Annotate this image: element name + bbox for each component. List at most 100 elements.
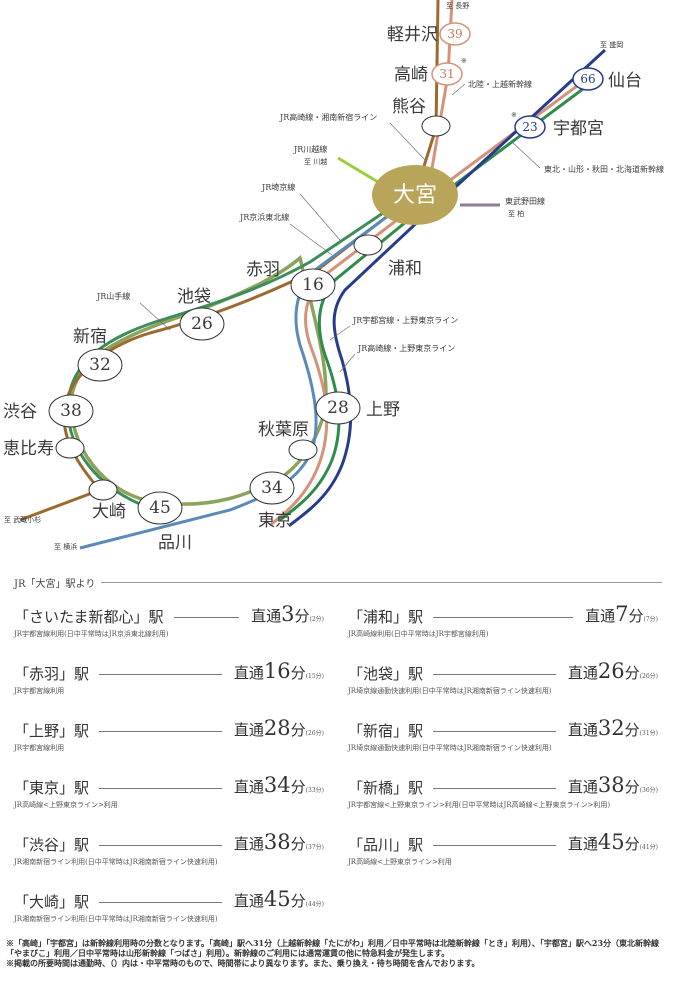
route-time: 直通45分(44分)	[234, 887, 324, 911]
route-station-name: 「上野」駅	[14, 722, 90, 740]
route-minutes: 16	[263, 659, 291, 683]
route-station-name: 「池袋」駅	[348, 665, 424, 683]
station-urawa-name: 浦和	[388, 259, 422, 279]
route-prefix: 直通	[567, 664, 598, 682]
route-row: 「浦和」駅 直通7分(7分)	[348, 602, 658, 628]
route-unit: 分	[290, 721, 306, 739]
footnote-shinkansen: ※「高崎」「宇都宮」は新幹線利用時の分数となります。「高崎」駅へ31分（上越新幹…	[6, 938, 660, 958]
direction-morioka: 至 盛岡	[600, 40, 623, 49]
route-row: 「渋谷」駅 直通38分(37分)	[14, 830, 324, 856]
label-utsunomiya-ueno-tokyo: JR宇都宮線・上野東京ライン	[352, 315, 458, 325]
route-item: 「渋谷」駅直通38分(37分)JR湘南新宿ライン利用(日中平常時はJR湘南新宿ラ…	[14, 830, 324, 874]
route-time: 直通7分(7分)	[585, 602, 658, 626]
station-akihabara-name: 秋葉原	[258, 420, 309, 440]
route-prefix: 直通	[233, 664, 264, 682]
route-row: 「赤羽」駅直通16分(15分)	[14, 659, 324, 685]
label-yamanote: JR山手線	[96, 291, 130, 301]
station-shinagawa-minutes: 45	[149, 498, 171, 518]
route-note: JR埼京線通勤快速利用(日中平常時はJR湘南新宿ライン快速利用)	[348, 744, 552, 752]
route-minutes: 34	[263, 773, 291, 797]
route-prefix: 直通	[251, 607, 282, 625]
station-tokyo-minutes: 34	[261, 478, 283, 498]
route-unit: 分	[624, 721, 640, 739]
station-ueno-name: 上野	[366, 400, 400, 420]
station-utsunomiya-name: 宇都宮	[553, 119, 604, 139]
label-takasaki-ueno-tokyo: JR高崎線・上野東京ライン	[357, 343, 455, 353]
route-unit: 分	[624, 664, 640, 682]
route-note: JR宇都宮線利用(日中平常時はJR京浜東北線利用)	[14, 630, 169, 638]
route-unit: 分	[624, 778, 640, 796]
route-row: 「さいたま新都心」駅直通3分(2分)	[14, 602, 324, 628]
direction-kawagoe: 至 川越	[304, 157, 327, 166]
station-shibuya-name: 渋谷	[3, 402, 37, 422]
route-station-name: 「品川」駅	[348, 836, 424, 854]
route-minutes: 38	[263, 830, 291, 854]
station-utsunomiya-minutes: 23	[522, 120, 537, 134]
station-ikebukuro-name: 池袋	[177, 287, 211, 307]
route-minutes: 45	[263, 887, 291, 911]
station-akabane-marker	[290, 268, 336, 302]
route-offpeak-minutes: (33分)	[305, 787, 324, 794]
station-ikebukuro-minutes: 26	[191, 314, 213, 334]
route-prefix: 直通	[567, 721, 598, 739]
route-prefix: 直通	[233, 892, 264, 910]
route-item: 「東京」駅直通34分(33分)JR高崎線<上野東京ライン>利用	[14, 773, 324, 817]
route-offpeak-minutes: (37分)	[305, 844, 324, 851]
station-tokyo-name: 東京	[258, 511, 292, 531]
leader-utsunomiya-ueno-tokyo	[329, 325, 351, 341]
route-minutes: 32	[597, 716, 625, 740]
route-time: 直通26分(26分)	[568, 659, 658, 683]
route-prefix: 直通	[567, 778, 598, 796]
route-station-name: 「東京」駅	[14, 779, 90, 797]
route-time: 直通32分(31分)	[568, 716, 658, 740]
station-ueno-minutes: 28	[327, 398, 349, 418]
route-row: 「東京」駅直通34分(33分)	[14, 773, 324, 799]
station-akihabara-marker	[288, 439, 318, 461]
route-prefix: 直通	[233, 835, 264, 853]
route-map: 大宮 39 31 66 23 16 26 32 38 45 34 28 軽井沢 …	[3, 0, 664, 553]
route-time: 直通28分(26分)	[234, 716, 324, 740]
route-note: JR高崎線利用(日中平常時はJR宇都宮線利用)	[348, 630, 489, 638]
route-unit: 分	[290, 835, 306, 853]
route-leader-line	[99, 731, 222, 732]
route-note: JR宇都宮線利用	[14, 687, 65, 695]
route-station-name: 「新宿」駅	[348, 722, 424, 740]
route-item: 「大崎」駅直通45分(44分)JR湘南新宿ライン利用(日中平常時はJR湘南新宿ラ…	[14, 887, 324, 931]
route-station-name: 「渋谷」駅	[14, 836, 90, 854]
route-unit: 分	[290, 778, 306, 796]
station-urawa-marker	[353, 234, 383, 256]
route-offpeak-minutes: (26分)	[639, 673, 658, 680]
route-station-name: 「大崎」駅	[14, 893, 90, 911]
station-sendai-minutes: 66	[580, 72, 595, 86]
route-unit: 分	[294, 607, 310, 625]
route-station-name: 「浦和」駅	[348, 608, 424, 626]
direction-nagano: 至 長野	[446, 2, 469, 10]
route-item: 「さいたま新都心」駅直通3分(2分) JR宇都宮線利用(日中平常時はJR京浜東北線…	[14, 602, 324, 646]
route-leader-line	[99, 845, 222, 846]
station-akabane-minutes: 16	[302, 275, 324, 295]
route-row: 「上野」駅 直通28分(26分)	[14, 716, 324, 742]
kawagoe-line	[337, 156, 379, 184]
station-shinagawa-marker	[137, 491, 183, 525]
station-karuizawa-name: 軽井沢	[387, 25, 438, 45]
station-shinjuku-minutes: 32	[89, 355, 111, 375]
route-prefix: 直通	[233, 721, 264, 739]
footnote-times: ※掲載の所要時間は通勤時、（）内は・中平常時のもので、時間帯により異なります。ま…	[6, 958, 480, 968]
route-minutes: 28	[263, 716, 291, 740]
route-unit: 分	[628, 607, 644, 625]
leader-takasaki-ueno-tokyo	[339, 353, 356, 373]
hub-station-name: 大宮	[393, 183, 437, 208]
station-shinagawa-name: 品川	[158, 533, 192, 553]
route-time: 直通38分(37分)	[234, 830, 324, 854]
leader-saikyo	[299, 193, 341, 241]
station-ikebukuro-marker	[179, 307, 225, 341]
saikyo-line	[66, 203, 396, 510]
station-shibuya-marker	[48, 394, 94, 428]
route-item: 「浦和」駅 直通7分(7分) JR高崎線利用(日中平常時はJR宇都宮線利用)	[348, 602, 658, 646]
route-offpeak-minutes: (41分)	[639, 844, 658, 851]
station-karuizawa-marker	[439, 22, 471, 46]
route-time: 直通3分(2分)	[251, 602, 324, 626]
route-time: 直通16分(15分)	[234, 659, 324, 683]
route-item: 「赤羽」駅直通16分(15分) JR宇都宮線利用	[14, 659, 324, 703]
station-sendai-name: 仙台	[608, 71, 642, 91]
